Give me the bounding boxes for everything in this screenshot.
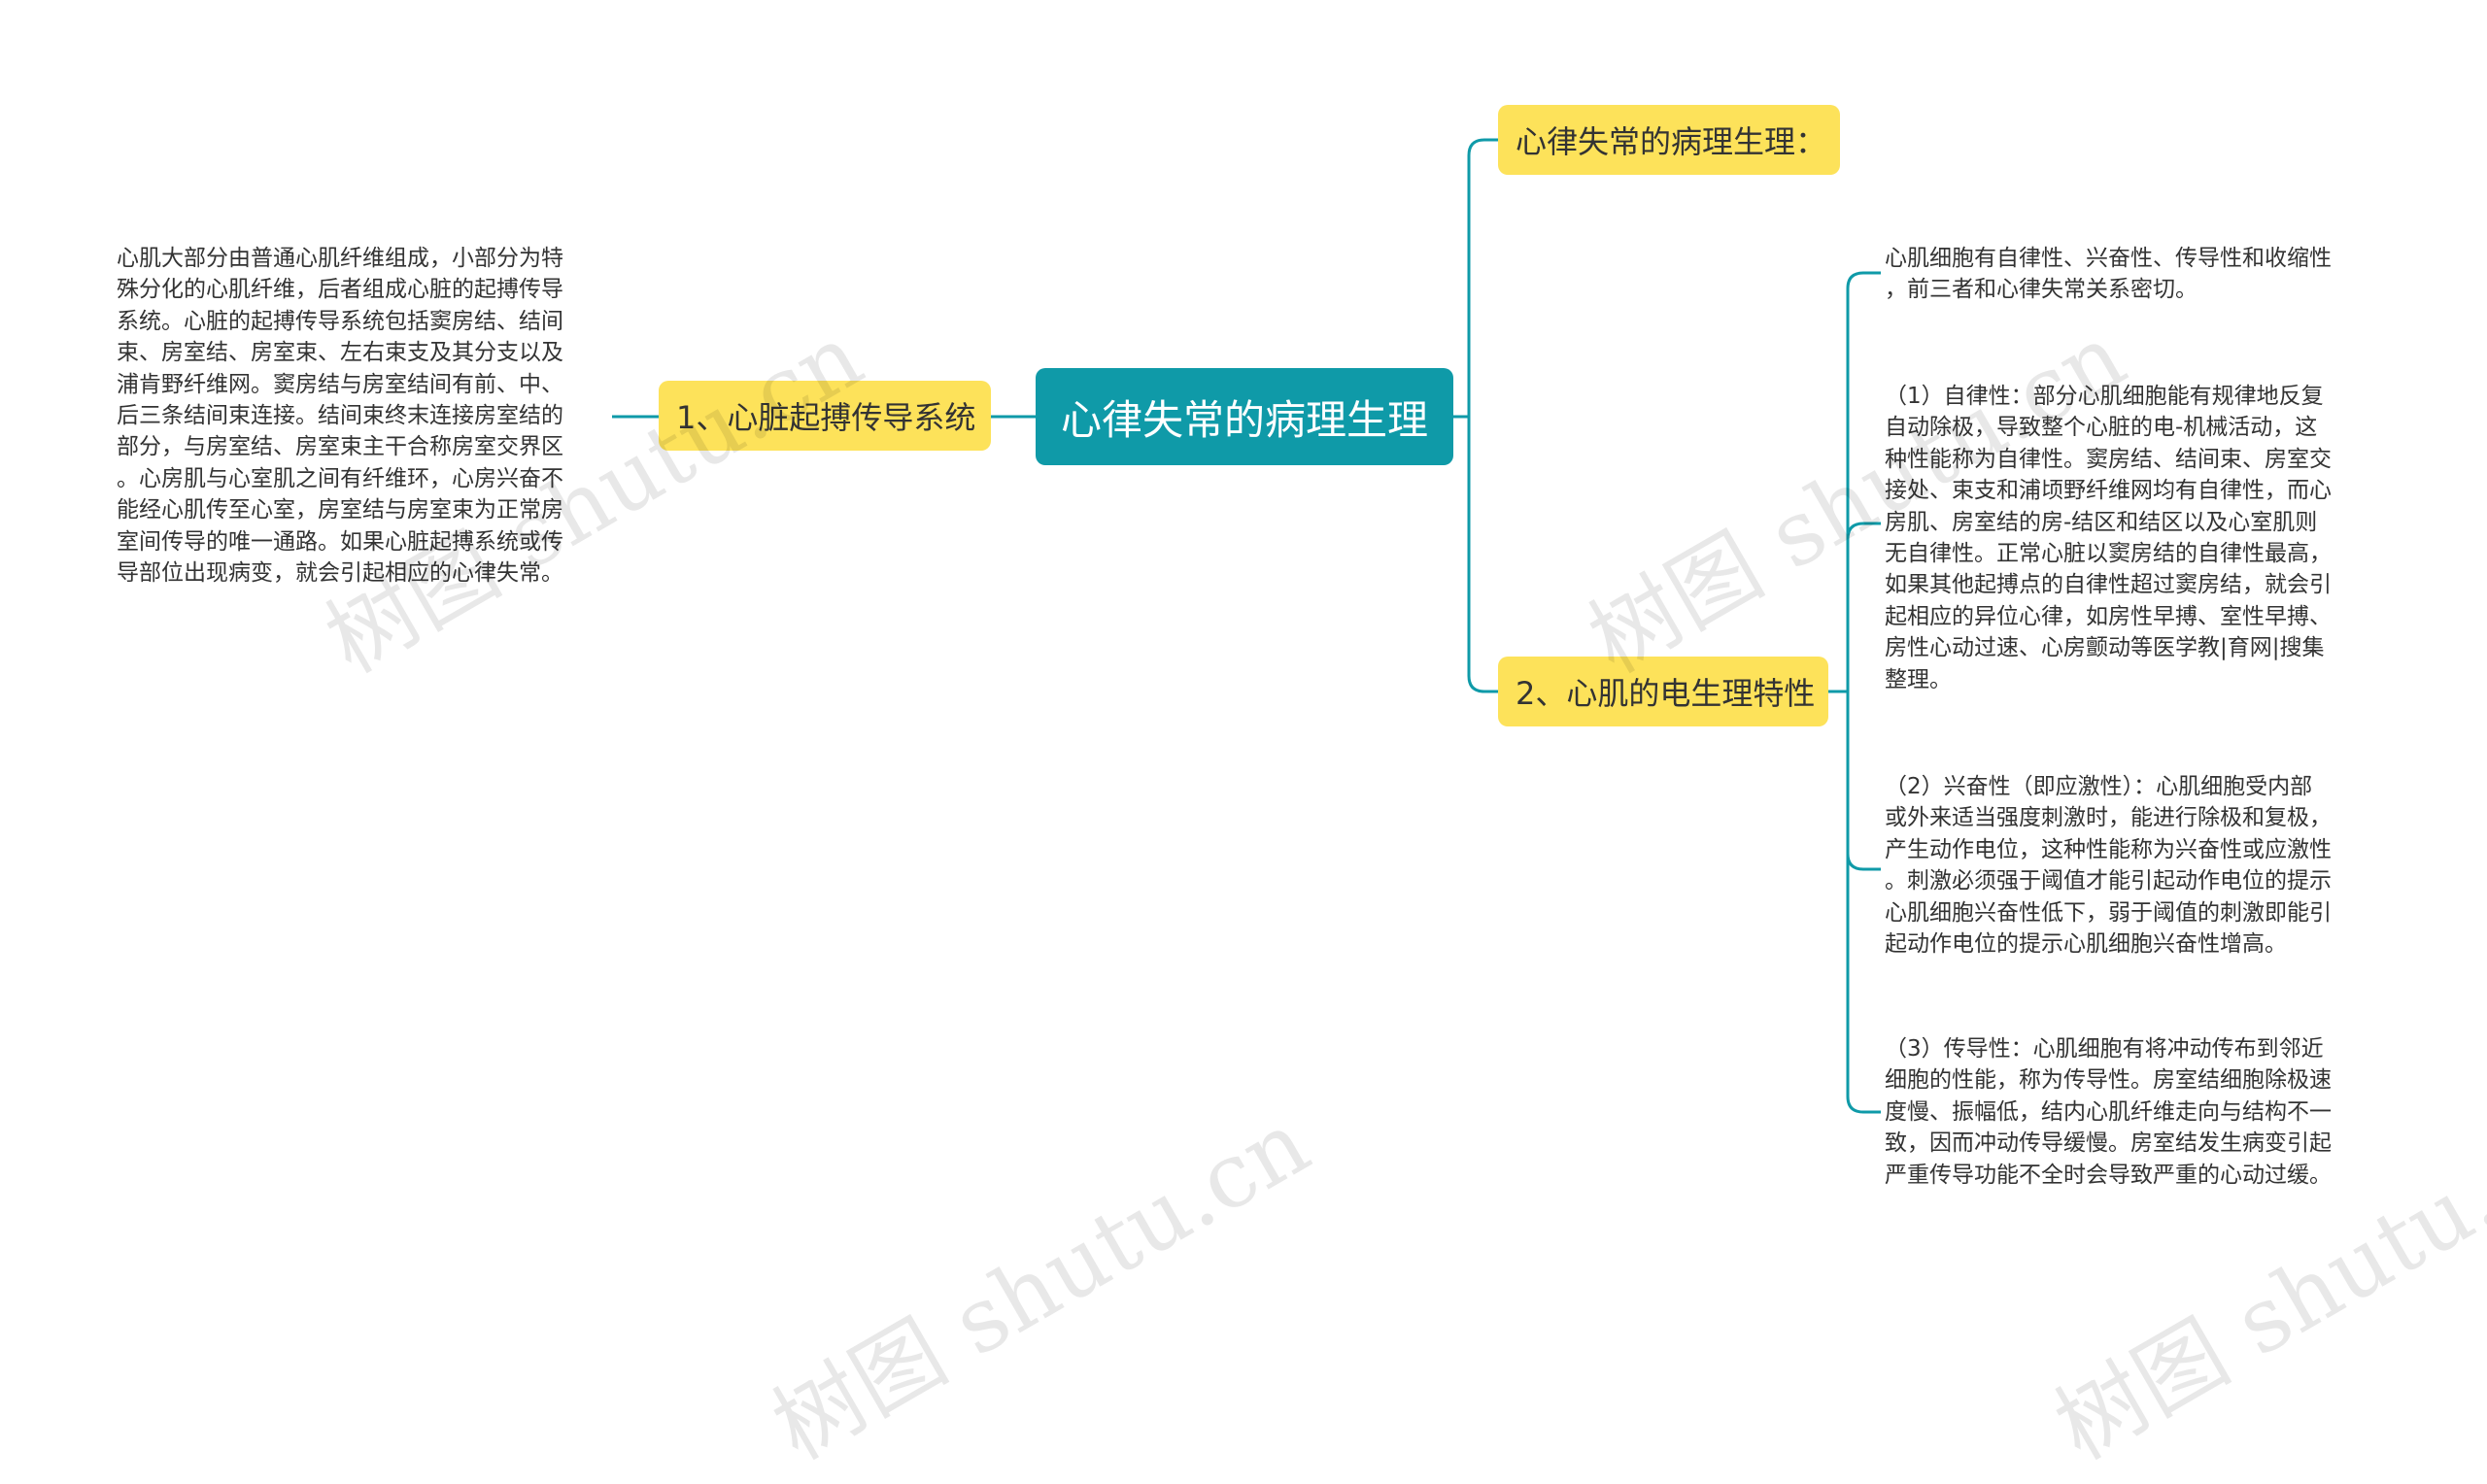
leaf-text-conductivity: （3）传导性：心肌细胞有将冲动传布到邻近 细胞的性能，称为传导性。房室结细胞除极…: [1885, 1036, 2332, 1188]
branch-node-pathophysiology[interactable]: 心律失常的病理生理：: [1498, 105, 1840, 175]
leaf-text-excitability: （2）兴奋性（即应激性）：心肌细胞受内部 或外来适当强度刺激时，能进行除极和复极…: [1885, 774, 2332, 958]
link-items-trunk-up: [1846, 271, 1881, 691]
leaf-text-automaticity: （1）自律性：部分心肌细胞能有规律地反复 自动除极，导致整个心脏的电-机械活动，…: [1885, 384, 2332, 692]
branch-node-electrophysiology[interactable]: 2、心肌的电生理特性: [1498, 657, 1828, 726]
branch-label: 2、心肌的电生理特性: [1516, 675, 1816, 712]
connector-lines: [612, 138, 1881, 1114]
link-right-trunk-lower: [1467, 417, 1498, 693]
branch-label: 心律失常的病理生理：: [1516, 123, 1827, 160]
leaf-text-pacemaker-system: 心肌大部分由普通心肌纤维组成，小部分为特 殊分化的心肌纤维，后者组成心脏的起搏传…: [117, 246, 563, 587]
branch-label: 1、心脏起搏传导系统: [676, 399, 976, 436]
leaf-text-overview: 心肌细胞有自律性、兴奋性、传导性和收缩性 ，前三者和心律失常关系密切。: [1885, 246, 2332, 303]
link-item-3: [1846, 691, 1881, 871]
root-node[interactable]: 心律失常的病理生理: [1036, 368, 1453, 465]
link-items-trunk-down: [1846, 691, 1881, 1114]
link-item-2: [1846, 522, 1881, 691]
branch-node-pacemaker-system[interactable]: 1、心脏起搏传导系统: [659, 381, 991, 451]
root-label: 心律失常的病理生理: [1060, 395, 1428, 444]
link-right-trunk: [1467, 138, 1498, 417]
